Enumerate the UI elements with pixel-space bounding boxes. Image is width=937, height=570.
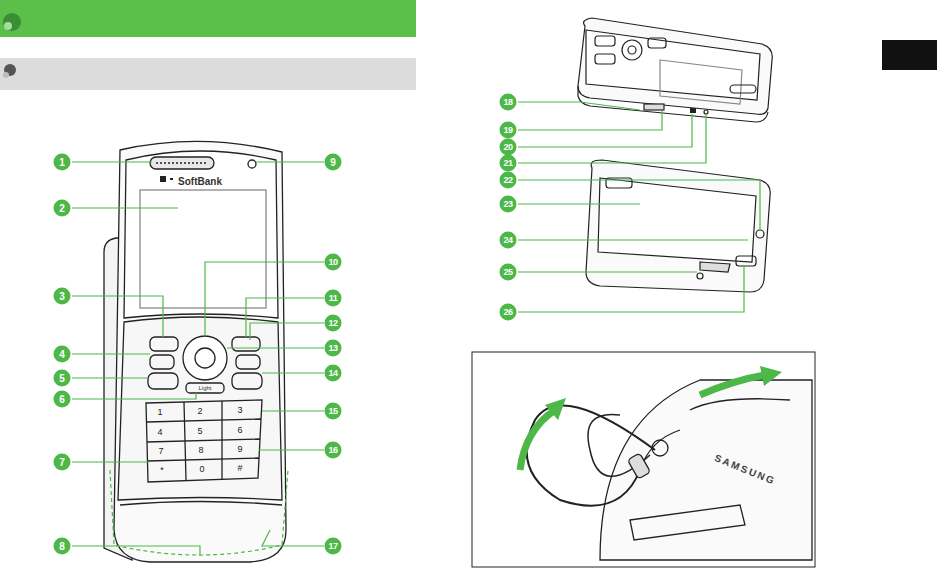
- arrow-head: [545, 398, 566, 420]
- key-label: *: [160, 466, 164, 475]
- top-phone: [578, 18, 772, 122]
- brand-logo: SoftBank: [178, 177, 222, 187]
- header-icon: [4, 22, 12, 30]
- key-label: 6: [237, 426, 242, 435]
- direction-arrow: [700, 375, 765, 395]
- callout-number: 5: [54, 370, 71, 387]
- dashed-region: [110, 470, 288, 555]
- callout-number: 17: [325, 538, 342, 555]
- callout-number: 10: [325, 254, 342, 271]
- callout-number: 7: [54, 454, 71, 471]
- chapter-tab: [882, 40, 937, 70]
- callout-number: 23: [500, 196, 517, 213]
- callout-number: 4: [54, 346, 71, 363]
- strap-frame: [472, 352, 815, 567]
- arrow-head: [760, 366, 782, 386]
- callout-number: 9: [325, 154, 342, 171]
- key-label: 3: [237, 406, 242, 415]
- callout-number: 1: [54, 154, 71, 171]
- callout-number: 25: [500, 264, 517, 281]
- callout-number: 20: [500, 139, 517, 156]
- callout-number: 24: [500, 232, 517, 249]
- callout-number: 8: [54, 538, 71, 555]
- callout-number: 15: [325, 403, 342, 420]
- key-label: #: [237, 464, 242, 473]
- callout-number: 12: [325, 315, 342, 332]
- brand-text: SAMSUNG: [713, 453, 777, 487]
- callout-number: 18: [500, 94, 517, 111]
- callout-number: 14: [325, 365, 342, 382]
- callout-number: 11: [325, 290, 342, 307]
- key-label: Light: [198, 385, 211, 391]
- callout-number: 19: [500, 122, 517, 139]
- direction-arrow: [520, 410, 555, 470]
- callout-number: 16: [325, 442, 342, 459]
- key-label: 0: [199, 465, 204, 474]
- strap-illustration: [527, 380, 812, 560]
- callout-number: 6: [54, 391, 71, 408]
- callout-number: 26: [500, 304, 517, 321]
- key-label: 7: [158, 447, 163, 456]
- subheader-icon: [3, 72, 9, 78]
- key-label: 2: [197, 407, 202, 416]
- callout-number: 3: [54, 288, 71, 305]
- front-phone: [104, 141, 286, 562]
- key-label: 1: [157, 408, 162, 417]
- callout-number: 13: [325, 340, 342, 357]
- key-label: 8: [198, 446, 203, 455]
- key-label: 5: [197, 427, 202, 436]
- callout-number: 21: [500, 155, 517, 172]
- header-icon: [3, 13, 21, 31]
- key-label: 9: [237, 445, 242, 454]
- callout-number: 2: [54, 200, 71, 217]
- key-label: 4: [157, 428, 162, 437]
- callout-number: 22: [500, 172, 517, 189]
- header-bar: [0, 0, 416, 37]
- subheader-bar: [0, 58, 416, 90]
